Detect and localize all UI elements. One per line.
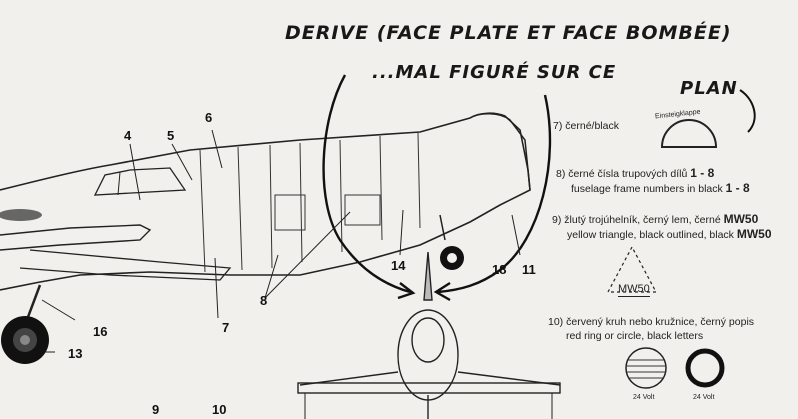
callout-7: 7 <box>222 320 230 335</box>
canopy-outline <box>93 167 187 196</box>
black-ring <box>685 348 725 388</box>
frame-lines <box>199 132 421 273</box>
mw50-label: MW50 <box>618 283 650 297</box>
callout-14: 14 <box>391 258 406 273</box>
callout-5: 5 <box>167 128 175 143</box>
mw50-triangle <box>607 245 657 293</box>
callout-18: 18 <box>492 262 507 277</box>
callout-10: 10 <box>212 402 227 417</box>
legend-item-9: 9) žlutý trojúhelník, černý lem, černé M… <box>552 212 772 241</box>
wing-outline <box>0 224 152 251</box>
callout-16: 16 <box>93 324 108 339</box>
einsteigklappe-symbol <box>660 119 718 148</box>
callout-4: 4 <box>124 128 132 143</box>
callout-13: 13 <box>68 346 83 361</box>
volt-label-1: 24 Volt <box>633 394 655 401</box>
tail-fin <box>469 113 531 191</box>
hatched-circle <box>625 347 667 389</box>
legend-item-10: 10) červený kruh nebo kružnice, černý po… <box>548 316 755 342</box>
volt-label-2: 24 Volt <box>693 394 715 401</box>
handwritten-arrow-left <box>322 74 411 294</box>
legend-item-7: 7) černé/black <box>553 120 619 132</box>
callout-8: 8 <box>260 293 268 308</box>
handwritten-note-line3: PLAN <box>680 78 738 99</box>
callout-6: 6 <box>205 110 213 125</box>
legend-item-8: 8) černé čísla trupových dílů 1 - 8 fuse… <box>556 166 750 195</box>
handwritten-note-line2: ...MAL FIGURÉ SUR CE <box>372 62 617 83</box>
handwritten-arrow-right <box>437 94 552 294</box>
front-view <box>297 251 561 419</box>
callout-11: 11 <box>522 262 536 277</box>
callout-9: 9 <box>152 402 160 417</box>
handwritten-note-line1: DERIVE (FACE PLATE ET FACE BOMBÉE) <box>285 22 732 44</box>
